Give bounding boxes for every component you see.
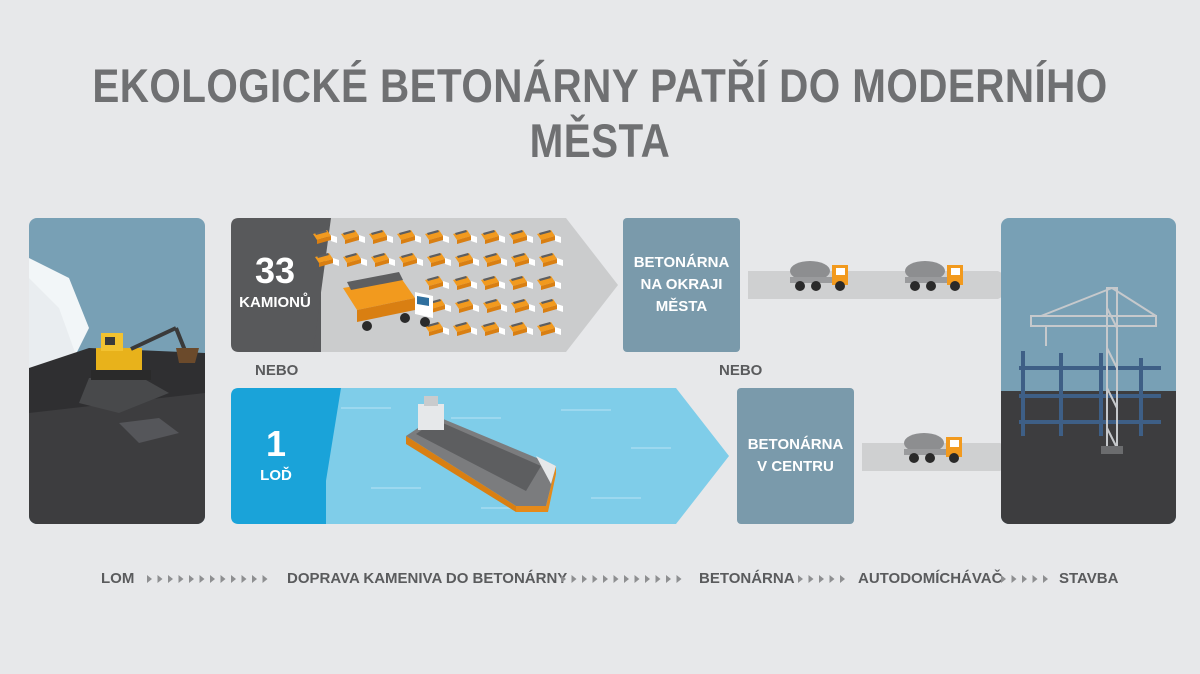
legend-arrows-3-icon: [798, 575, 845, 583]
ship-unit: LOĎ: [260, 467, 292, 484]
small-truck-icon: [397, 230, 421, 244]
dump-truck-icon: [343, 272, 433, 331]
small-truck-icon: [455, 253, 479, 267]
cargo-ship-illustration-icon: [406, 396, 556, 512]
small-truck-icon: [537, 230, 561, 244]
ship-route-arrow: [231, 388, 729, 524]
mixer-road-bottom: [862, 433, 1026, 471]
small-truck-icon: [511, 299, 535, 313]
small-truck-icon: [427, 253, 451, 267]
truck-count: 33: [254, 250, 296, 291]
quarry-panel: [29, 218, 205, 524]
small-truck-icon: [453, 322, 477, 336]
small-truck-icon: [537, 276, 561, 290]
mixer-road-top: [748, 261, 1024, 299]
trucks-route-arrow: [231, 218, 618, 352]
concrete-mixer-truck-icon: [790, 261, 848, 291]
or-separator-left: NEBO: [255, 362, 299, 379]
small-truck-icon: [537, 322, 561, 336]
small-truck-icon: [509, 322, 533, 336]
legend-lom: LOM: [101, 570, 135, 587]
small-truck-icon: [369, 230, 393, 244]
small-truck-icon: [425, 322, 449, 336]
ship-count-label: 1 LOĎ: [231, 425, 321, 485]
small-truck-icon: [455, 299, 479, 313]
small-truck-icon: [483, 253, 507, 267]
truck-unit: KAMIONŮ: [239, 294, 311, 311]
plant-edge-label: BETONÁRNA NA OKRAJI MĚSTA: [633, 254, 730, 315]
small-truck-icon: [509, 276, 533, 290]
legend-arrows-2-icon: [561, 575, 682, 583]
small-truck-icon: [539, 299, 563, 313]
legend-arrows-4-icon: [1001, 575, 1048, 583]
small-truck-icon: [481, 230, 505, 244]
small-truck-icon: [371, 253, 395, 267]
dump-truck-fleet-illustration-icon: [313, 230, 563, 336]
concrete-mixer-truck-icon: [905, 261, 963, 291]
plant-edge-box: BETONÁRNA NA OKRAJI MĚSTA: [623, 218, 740, 352]
infographic-title: EKOLOGICKÉ BETONÁRNY PATŘÍ DO MODERNÍHO …: [92, 59, 1108, 167]
small-truck-icon: [425, 276, 449, 290]
process-legend: LOM DOPRAVA KAMENIVA DO BETONÁRNY BETONÁ…: [0, 570, 1200, 590]
plant-center-label: BETONÁRNA V CENTRU: [747, 436, 844, 475]
legend-betonarna: BETONÁRNA: [699, 570, 795, 587]
small-truck-icon: [315, 253, 339, 267]
small-truck-icon: [399, 253, 423, 267]
small-truck-icon: [453, 230, 477, 244]
small-truck-icon: [453, 276, 477, 290]
legend-stavba: STAVBA: [1059, 570, 1119, 587]
small-truck-icon: [511, 253, 535, 267]
small-truck-icon: [425, 230, 449, 244]
small-truck-icon: [483, 299, 507, 313]
construction-site-panel: [1001, 218, 1176, 524]
plant-center-box: BETONÁRNA V CENTRU: [737, 388, 854, 524]
small-truck-icon: [481, 322, 505, 336]
legend-doprava: DOPRAVA KAMENIVA DO BETONÁRNY: [287, 570, 568, 587]
legend-arrows-1-icon: [147, 575, 268, 583]
concrete-mixer-truck-icon: [904, 433, 962, 463]
small-truck-icon: [481, 276, 505, 290]
excavator-quarry-illustration-icon: [29, 258, 205, 524]
small-truck-icon: [509, 230, 533, 244]
small-truck-icon: [343, 253, 367, 267]
small-truck-icon: [539, 253, 563, 267]
ship-count: 1: [265, 423, 287, 464]
crane-building-illustration-icon: [1001, 287, 1176, 524]
legend-autodomichavac: AUTODOMÍCHÁVAČ: [858, 570, 1003, 587]
small-truck-icon: [341, 230, 365, 244]
small-truck-icon: [313, 230, 337, 244]
truck-count-label: 33 KAMIONŮ: [231, 252, 319, 312]
or-separator-right: NEBO: [719, 362, 763, 379]
